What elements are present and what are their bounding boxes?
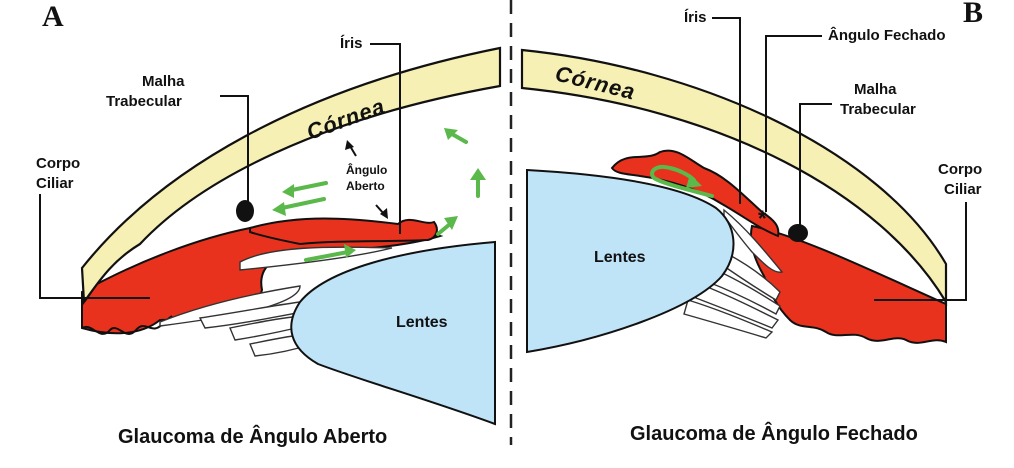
lens-right — [526, 168, 735, 354]
iris-leader-right — [712, 17, 741, 204]
panel-letter-a: A — [42, 0, 64, 33]
iris-label-left: Íris — [340, 35, 363, 52]
aqueous-flow-arrow-right — [650, 165, 714, 198]
iris-leader-left — [370, 43, 401, 234]
panel-letter-b: B — [963, 0, 983, 29]
trabecular-label-left-line1: Malha — [142, 73, 185, 90]
cornea-left — [80, 46, 502, 306]
caption-left: Glaucoma de Ângulo Aberto — [118, 424, 387, 448]
closed-angle-marker: * — [758, 206, 767, 231]
iris-label-right: Íris — [684, 9, 707, 26]
lens-label-left: Lentes — [396, 314, 448, 331]
trabecular-label-right-line2: Trabecular — [840, 101, 916, 118]
open-angle-label-line1: Ângulo — [346, 162, 387, 177]
closed-angle-label: Ângulo Fechado — [828, 26, 946, 44]
trabecular-label-left-line2: Trabecular — [106, 93, 182, 110]
open-angle-label-line2: Aberto — [346, 179, 385, 193]
ciliary-scallops-left — [81, 315, 173, 335]
closed-angle-leader — [765, 35, 822, 212]
ciliary-label-right-line1: Corpo — [938, 161, 982, 178]
iris-left — [249, 217, 438, 246]
lens-left — [290, 240, 496, 426]
trabecular-label-right-line1: Malha — [854, 81, 897, 98]
lens-label-right: Lentes — [594, 249, 646, 266]
panel-closed-angle: B Córnea Lentes * Íris Ângu — [520, 0, 983, 445]
cornea-right — [520, 48, 948, 306]
trabecular-leader-left — [220, 95, 249, 204]
ciliary-label-left-line2: Ciliar — [36, 175, 74, 192]
angle-pointer-arrows-left — [345, 140, 388, 219]
ciliary-label-left-line1: Corpo — [36, 155, 80, 172]
panel-open-angle: A Córnea Lentes — [36, 0, 502, 448]
ciliary-leader-left — [39, 194, 150, 299]
aqueous-flow-arrows-left — [272, 128, 486, 262]
ciliary-label-right-line2: Ciliar — [944, 181, 982, 198]
ciliary-leader-right — [874, 202, 967, 301]
trabecular-meshwork-left — [236, 200, 254, 222]
trabecular-leader-right — [799, 103, 832, 226]
caption-right: Glaucoma de Ângulo Fechado — [630, 421, 918, 445]
zonule-fibers-right — [683, 208, 784, 339]
trabecular-meshwork-right — [788, 224, 808, 242]
